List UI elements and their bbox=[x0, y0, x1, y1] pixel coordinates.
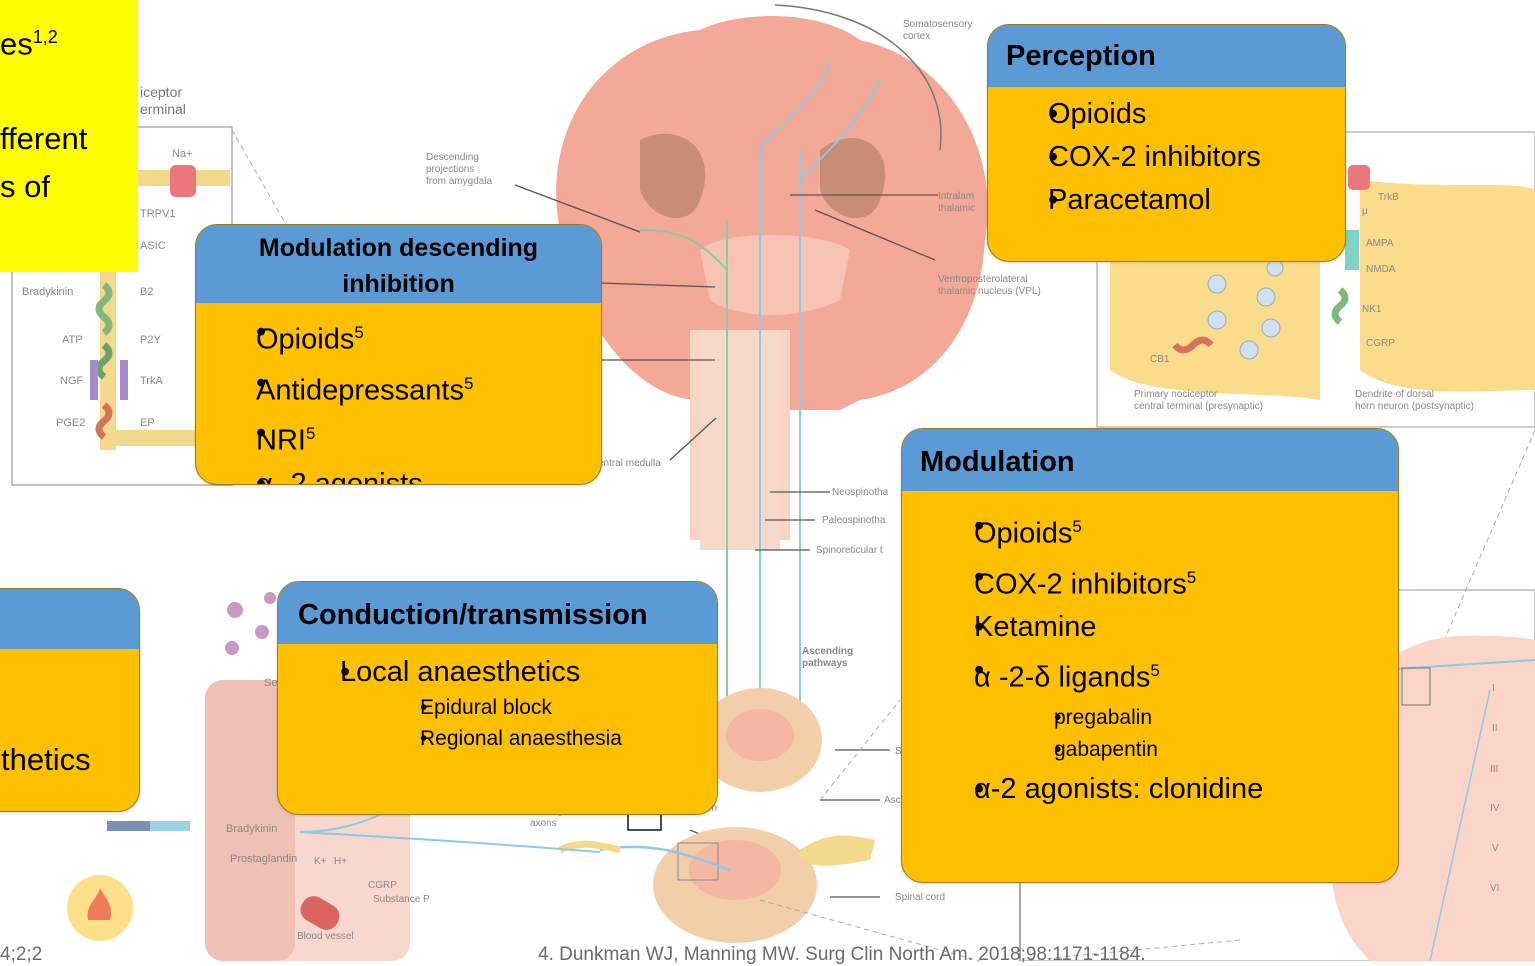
card-conduction: Conduction/transmission Local anaestheti… bbox=[277, 581, 718, 815]
footnote-reference: 4. Dunkman WJ, Manning MW. Surg Clin Nor… bbox=[538, 944, 1146, 966]
modulation-sublist: pregabalin gabapentin bbox=[902, 700, 1398, 766]
label-k: K+ bbox=[314, 856, 327, 868]
label-spinal-cord: Spinal cord bbox=[895, 892, 945, 904]
list-item: Paracetamol bbox=[1018, 179, 1345, 222]
label-ampa: AMPA bbox=[1366, 238, 1394, 250]
label-nmda: NMDA bbox=[1366, 264, 1395, 276]
modulation-descending-list: Opioids5 Antidepressants5 NRI5 α -2 agon… bbox=[196, 303, 601, 485]
label-descending-2: projections bbox=[426, 164, 474, 176]
conduction-list: Local anaesthetics bbox=[278, 644, 717, 692]
label-ascending-2: pathways bbox=[802, 658, 848, 670]
label-prostaglandin: Prostaglandin bbox=[230, 853, 297, 865]
list-item: Antidepressants5 bbox=[224, 362, 601, 413]
modulation-list-end: α-2 agonists: clonidine bbox=[902, 766, 1398, 811]
highlight-line-3: s of bbox=[0, 170, 50, 204]
label-ep: EP bbox=[140, 417, 155, 429]
lamina-vi: VI bbox=[1490, 883, 1499, 895]
partial-card-text: thetics bbox=[1, 742, 91, 778]
lamina-iv: IV bbox=[1490, 803, 1499, 815]
list-item: Ketamine bbox=[938, 606, 1398, 649]
lamina-ii: II bbox=[1492, 723, 1498, 735]
list-item: NRI5 bbox=[224, 412, 601, 463]
card-modulation-descending-title: Modulation descending inhibition bbox=[196, 225, 601, 303]
list-item: Opioids5 bbox=[938, 505, 1398, 556]
list-item: COX-2 inhibitors5 bbox=[938, 556, 1398, 607]
footnote-left: 4;2;2 bbox=[0, 944, 42, 966]
partial-card-left: thetics bbox=[0, 588, 140, 812]
label-trka: TrkA bbox=[140, 375, 163, 387]
conduction-sublist: Epidural block Regional anaesthesia bbox=[278, 692, 717, 754]
label-primary-nociceptor-1: Primary nociceptor bbox=[1134, 389, 1217, 401]
label-cb1: CB1 bbox=[1150, 354, 1169, 366]
list-item: Epidural block bbox=[388, 692, 717, 723]
label-mu: μ bbox=[1362, 206, 1368, 218]
label-asic: ASIC bbox=[140, 240, 166, 252]
label-primary-nociceptor-2: central terminal (presynaptic) bbox=[1134, 401, 1263, 413]
card-modulation-title: Modulation bbox=[902, 429, 1398, 491]
list-item: gabapentin bbox=[1022, 734, 1398, 766]
perception-list: Opioids COX-2 inhibitors Paracetamol bbox=[988, 87, 1345, 222]
card-perception-title: Perception bbox=[988, 25, 1345, 87]
label-spinoreticular: Spinoreticular t bbox=[816, 545, 883, 557]
list-item: α -2 agonists bbox=[224, 463, 601, 485]
label-b2: B2 bbox=[140, 286, 153, 298]
modulation-list: Opioids5 COX-2 inhibitors5 Ketamine α -2… bbox=[902, 491, 1398, 700]
list-item: α -2-δ ligands5 bbox=[938, 649, 1398, 700]
card-perception: Perception Opioids COX-2 inhibitors Para… bbox=[987, 24, 1346, 262]
label-na: Na+ bbox=[172, 148, 193, 160]
list-item: Opioids bbox=[1018, 93, 1345, 136]
label-dendrite-2: horn neuron (postsynaptic) bbox=[1355, 401, 1474, 413]
label-vpl-1: Ventroposterolateral bbox=[938, 274, 1028, 286]
list-item: COX-2 inhibitors bbox=[1018, 136, 1345, 179]
label-trpv1: TRPV1 bbox=[140, 208, 175, 220]
card-modulation: Modulation Opioids5 COX-2 inhibitors5 Ke… bbox=[901, 428, 1399, 883]
label-intralaminar-1: Intralam bbox=[938, 191, 974, 203]
label-pge2: PGE2 bbox=[56, 417, 85, 429]
label-nociceptor-1: iceptor bbox=[140, 85, 182, 100]
label-descending-3: from amygdala bbox=[426, 176, 492, 188]
list-item: Opioids5 bbox=[224, 311, 601, 362]
highlight-text-box: es1,2 fferent s of bbox=[0, 0, 138, 272]
label-neospinothalamic: Neospinotha bbox=[832, 487, 888, 499]
lamina-iii: III bbox=[1490, 764, 1498, 776]
label-bradykinin-skin: Bradykinin bbox=[226, 823, 277, 835]
list-item: Local anaesthetics bbox=[308, 652, 717, 692]
label-cgrp-skin: CGRP bbox=[368, 880, 397, 892]
label-atp: ATP bbox=[62, 334, 83, 346]
lamina-v: V bbox=[1492, 843, 1499, 855]
card-modulation-descending: Modulation descending inhibition Opioids… bbox=[195, 224, 602, 485]
label-paleospinothalamic: Paleospinotha bbox=[822, 515, 885, 527]
label-p2y: P2Y bbox=[140, 334, 161, 346]
highlight-line-2: fferent bbox=[0, 122, 87, 156]
label-central-medulla: entral medulla bbox=[598, 458, 661, 470]
label-intralaminar-2: thalamic bbox=[938, 203, 975, 215]
label-asc: Asc bbox=[884, 795, 901, 807]
label-cgrp-synapse: CGRP bbox=[1366, 338, 1395, 350]
list-item: α-2 agonists: clonidine bbox=[938, 768, 1398, 811]
label-nociceptor-2: erminal bbox=[140, 102, 186, 117]
spinal-column bbox=[700, 330, 780, 550]
label-nk1: NK1 bbox=[1362, 304, 1381, 316]
label-ascending-1: Ascending bbox=[802, 646, 853, 658]
label-se: Se bbox=[264, 677, 277, 689]
list-item: pregabalin bbox=[1022, 702, 1398, 734]
label-vpl-2: thalamic nucleus (VPL) bbox=[938, 286, 1041, 298]
label-trkb: TrkB bbox=[1378, 192, 1399, 204]
label-somatosensory-1: Somatosensory bbox=[903, 19, 972, 31]
label-h: H+ bbox=[334, 856, 347, 868]
label-nociceptive-2: axons bbox=[530, 818, 557, 830]
label-somatosensory-2: cortex bbox=[903, 31, 930, 43]
label-blood-vessel: Blood vessel bbox=[297, 931, 354, 943]
label-bradykinin-left: Bradykinin bbox=[22, 286, 73, 298]
label-substance-p: Substance P bbox=[373, 894, 430, 906]
highlight-line-1: es bbox=[0, 26, 33, 61]
list-item: Regional anaesthesia bbox=[388, 723, 717, 754]
label-dendrite-1: Dendrite of dorsal bbox=[1355, 389, 1434, 401]
label-descending-1: Descending bbox=[426, 152, 479, 164]
highlight-line-1-sup: 1,2 bbox=[33, 27, 58, 47]
lamina-i: I bbox=[1492, 683, 1495, 695]
label-ngf: NGF bbox=[60, 375, 83, 387]
card-conduction-title: Conduction/transmission bbox=[278, 582, 717, 644]
channel-icon bbox=[170, 165, 196, 197]
